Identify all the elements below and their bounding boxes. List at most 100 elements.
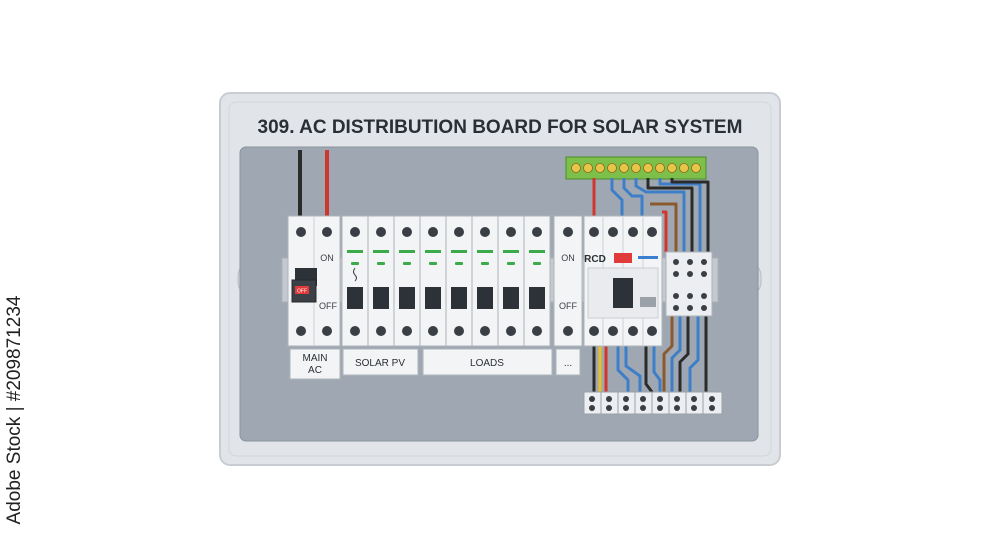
rcd-device: RCD	[583, 215, 663, 347]
status-indicator	[503, 250, 519, 253]
terminal-screw-icon	[673, 293, 679, 299]
breaker-toggle	[451, 287, 467, 309]
breaker-4	[419, 215, 447, 347]
terminal-screw-icon	[673, 271, 679, 277]
busbar-screw-icon	[595, 163, 605, 173]
terminal-screw-icon	[657, 396, 663, 402]
busbar-screw-icon	[607, 163, 617, 173]
spare-off-label: OFF	[559, 301, 577, 311]
terminal-screw-icon	[296, 326, 306, 336]
terminal-screw-icon	[322, 227, 332, 237]
status-indicator	[451, 250, 467, 253]
terminal-screw-icon	[701, 305, 707, 311]
label-loads: LOADS	[470, 358, 504, 369]
terminal-screw-icon	[640, 396, 646, 402]
terminal-screw-icon	[428, 326, 438, 336]
busbar-screw-icon	[571, 163, 581, 173]
terminal-screw-icon	[701, 271, 707, 277]
enclosure-inner-rim	[228, 101, 772, 457]
terminal-screw-icon	[402, 227, 412, 237]
terminal-screw-icon	[691, 405, 697, 411]
terminal-screw-icon	[296, 227, 306, 237]
terminal-screw-icon	[322, 326, 332, 336]
terminal-screw-icon	[589, 227, 599, 237]
label-plate-loads	[422, 348, 553, 376]
terminal-screw-icon	[687, 305, 693, 311]
status-indicator	[377, 262, 385, 265]
status-indicator	[403, 262, 411, 265]
busbar-screw-icon	[667, 163, 677, 173]
main-switch-off-label: OFF	[319, 301, 337, 311]
status-indicator	[373, 250, 389, 253]
terminal-screw-icon	[709, 405, 715, 411]
terminal-screw-icon	[480, 227, 490, 237]
stock-id-caption: Adobe Stock | #209871234	[2, 296, 28, 525]
terminal-screw-icon	[608, 326, 618, 336]
main-switch-on-label: ON	[320, 253, 334, 263]
breaker-7	[497, 215, 525, 347]
terminal-screw-icon	[674, 405, 680, 411]
terminal-screw-icon	[701, 293, 707, 299]
off-tag	[295, 286, 309, 294]
terminal-screw-icon	[376, 227, 386, 237]
rcd-toggle	[613, 278, 633, 308]
breaker-toggle	[373, 287, 389, 309]
terminal-screw-icon	[623, 396, 629, 402]
breaker-3	[393, 215, 421, 347]
terminal-screw-icon	[454, 227, 464, 237]
terminal-screw-icon	[376, 326, 386, 336]
terminal-screw-icon	[647, 326, 657, 336]
terminal-screw-icon	[687, 259, 693, 265]
off-tag-text: OFF	[297, 289, 307, 295]
terminal-screw-icon	[563, 227, 573, 237]
terminal-screw-icon	[628, 227, 638, 237]
terminal-screw-icon	[657, 405, 663, 411]
rcd-wiring	[592, 178, 710, 393]
busbar-screw-icon	[619, 163, 629, 173]
terminal-screw-icon	[454, 326, 464, 336]
terminal-screw-icon	[589, 326, 599, 336]
label-more: ...	[564, 358, 572, 369]
terminal-screw-icon	[506, 227, 516, 237]
breaker-6	[471, 215, 499, 347]
busbar-screw-icon	[631, 163, 641, 173]
terminal-screw-icon	[532, 326, 542, 336]
breaker-8	[523, 215, 551, 347]
neutral-terminal-block	[665, 251, 713, 317]
terminal-screw-icon	[623, 405, 629, 411]
status-indicator	[529, 250, 545, 253]
status-indicator	[347, 250, 363, 253]
terminal-screw-icon	[628, 326, 638, 336]
terminal-screw-icon	[673, 305, 679, 311]
busbar-screw-icon	[583, 163, 593, 173]
board-title: 309. AC DISTRIBUTION BOARD FOR SOLAR SYS…	[258, 117, 743, 138]
stock-id-text: Adobe Stock | #209871234	[4, 295, 25, 525]
rcd-red-indicator	[614, 253, 632, 263]
terminal-screw-icon	[428, 227, 438, 237]
status-indicator	[429, 262, 437, 265]
label-plate-main-ac	[289, 348, 341, 380]
status-indicator	[399, 250, 415, 253]
label-solar-pv: SOLAR PV	[355, 358, 405, 369]
rcd-blue-indicator	[638, 256, 658, 259]
main-ac-switch: OFF ON OFF	[287, 215, 341, 347]
breaker-toggle	[425, 287, 441, 309]
status-indicator	[533, 262, 541, 265]
busbar-screw-icon	[691, 163, 701, 173]
terminal-screw-icon	[532, 227, 542, 237]
label-plate-more	[555, 348, 581, 376]
label-main-ac-line1: MAIN	[303, 353, 328, 364]
terminal-screw-icon	[606, 405, 612, 411]
status-indicator	[477, 250, 493, 253]
breaker-toggle	[477, 287, 493, 309]
status-indicator	[507, 262, 515, 265]
spare-module: ON OFF	[553, 215, 583, 347]
terminal-screw-icon	[589, 396, 595, 402]
terminal-screw-icon	[673, 259, 679, 265]
terminal-screw-icon	[691, 396, 697, 402]
breaker-5	[445, 215, 473, 347]
breaker-2	[367, 215, 395, 347]
label-plate-solar-pv	[342, 348, 419, 376]
terminal-screw-icon	[350, 227, 360, 237]
terminal-screw-icon	[674, 396, 680, 402]
